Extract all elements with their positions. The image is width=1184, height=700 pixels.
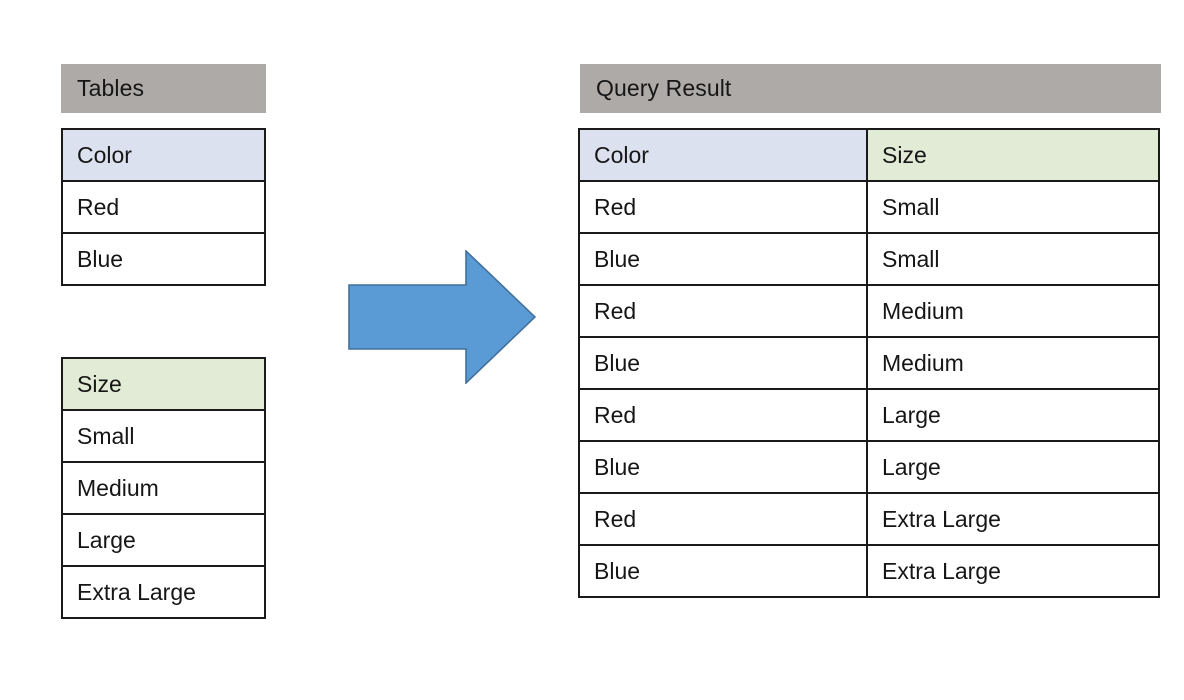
result-cell-color: Blue [578, 336, 868, 390]
source-size-cell: Small [61, 409, 266, 463]
table-row: Color [61, 128, 266, 182]
source-size-cell: Extra Large [61, 565, 266, 619]
source-color-table: Color Red Blue [61, 128, 266, 286]
source-color-table-body: Color Red Blue [61, 128, 266, 286]
result-cell-color: Red [578, 388, 868, 442]
table-row: Red Extra Large [578, 492, 1160, 546]
tables-section-title: Tables [77, 75, 145, 101]
right-arrow-shape [348, 249, 537, 385]
result-cell-size: Medium [866, 284, 1160, 338]
table-row: Red [61, 180, 266, 234]
source-size-header: Size [61, 357, 266, 411]
tables-section-title-bar: Tables [61, 64, 266, 113]
table-row: Blue Small [578, 232, 1160, 286]
table-row: Medium [61, 461, 266, 515]
right-arrow-icon-svg [348, 249, 537, 385]
right-arrow-icon [348, 249, 537, 385]
result-cell-size: Small [866, 232, 1160, 286]
query-result-table: Color Size Red Small Blue Small Red Medi… [578, 128, 1160, 598]
table-row: Extra Large [61, 565, 266, 619]
table-row: Blue Extra Large [578, 544, 1160, 598]
source-color-cell: Blue [61, 232, 266, 286]
table-row: Large [61, 513, 266, 567]
result-cell-color: Red [578, 284, 868, 338]
result-cell-size: Medium [866, 336, 1160, 390]
table-row: Blue [61, 232, 266, 286]
query-result-table-body: Color Size Red Small Blue Small Red Medi… [578, 128, 1160, 598]
table-row: Blue Large [578, 440, 1160, 494]
result-cell-size: Small [866, 180, 1160, 234]
table-row: Red Large [578, 388, 1160, 442]
result-cell-size: Large [866, 440, 1160, 494]
source-size-table-body: Size Small Medium Large Extra Large [61, 357, 266, 619]
table-header-row: Color Size [578, 128, 1160, 182]
result-section-title: Query Result [596, 75, 732, 101]
result-cell-size: Extra Large [866, 544, 1160, 598]
source-size-table: Size Small Medium Large Extra Large [61, 357, 266, 619]
source-size-cell: Large [61, 513, 266, 567]
table-row: Red Small [578, 180, 1160, 234]
result-cell-color: Red [578, 180, 868, 234]
table-row: Small [61, 409, 266, 463]
result-cell-color: Red [578, 492, 868, 546]
result-cell-size: Extra Large [866, 492, 1160, 546]
result-header-color: Color [578, 128, 868, 182]
result-cell-color: Blue [578, 232, 868, 286]
result-cell-size: Large [866, 388, 1160, 442]
source-color-header: Color [61, 128, 266, 182]
source-color-cell: Red [61, 180, 266, 234]
result-section-title-bar: Query Result [580, 64, 1161, 113]
table-row: Blue Medium [578, 336, 1160, 390]
result-cell-color: Blue [578, 440, 868, 494]
result-cell-color: Blue [578, 544, 868, 598]
result-header-size: Size [866, 128, 1160, 182]
table-row: Red Medium [578, 284, 1160, 338]
source-size-cell: Medium [61, 461, 266, 515]
table-row: Size [61, 357, 266, 411]
